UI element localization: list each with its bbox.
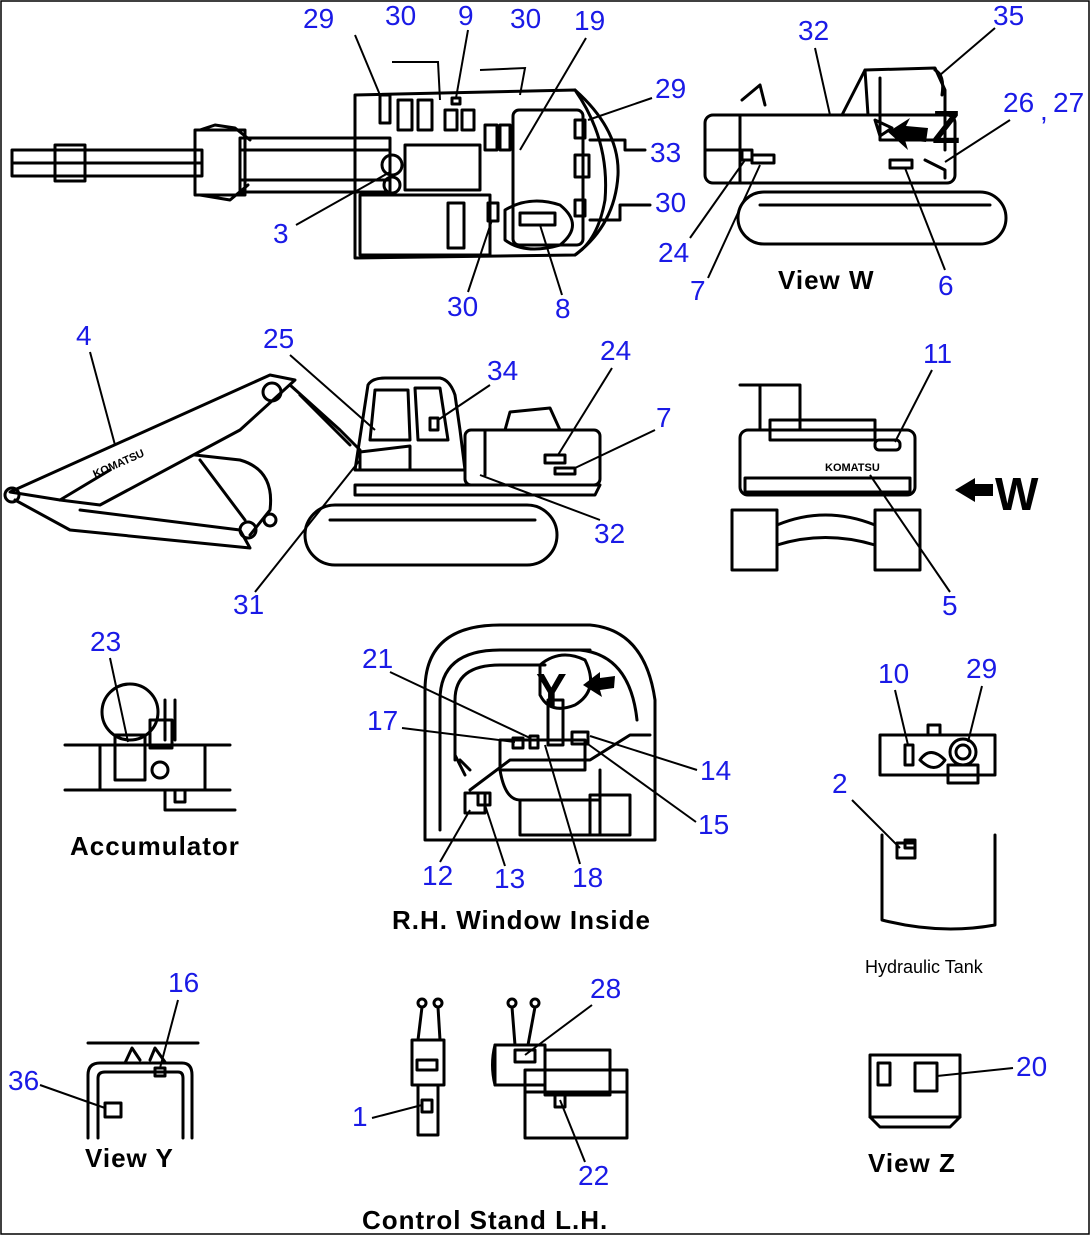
top-view-drawing xyxy=(10,61,652,260)
top-view-callouts: 29 30 9 30 19 29 33 30 3 30 8 xyxy=(273,0,686,324)
callout-26: 26 xyxy=(1003,87,1034,118)
view-z-drawing xyxy=(868,1053,962,1129)
accumulator-callouts: 23 Accumulator xyxy=(70,626,240,861)
callout-27: 27 xyxy=(1053,87,1084,118)
callout-32a: 32 xyxy=(798,15,829,46)
callout-29b: 29 xyxy=(655,73,686,104)
caption-hydraulic-tank: Hydraulic Tank xyxy=(865,957,984,977)
view-y-drawing xyxy=(86,1041,200,1140)
callout-3: 3 xyxy=(273,218,289,249)
hydraulic-tank-callouts: 10 29 2 Hydraulic Tank xyxy=(832,653,997,977)
rear-view-callouts: 11 5 xyxy=(869,338,958,621)
callout-24b: 24 xyxy=(600,335,631,366)
callout-6: 6 xyxy=(938,270,954,301)
caption-accumulator: Accumulator xyxy=(70,831,240,861)
callout-15: 15 xyxy=(698,809,729,840)
callout-7a: 7 xyxy=(690,275,706,306)
hydraulic-tank-drawing xyxy=(878,723,997,931)
callout-8: 8 xyxy=(555,293,571,324)
brand-rear: KOMATSU xyxy=(825,462,880,474)
callout-24a: 24 xyxy=(658,237,689,268)
callout-20: 20 xyxy=(1016,1051,1047,1082)
callout-31: 31 xyxy=(233,589,264,620)
callout-30a: 30 xyxy=(385,0,416,31)
callout-34: 34 xyxy=(487,355,518,386)
callout-14: 14 xyxy=(700,755,731,786)
side-view-callouts: 4 25 34 24 7 32 31 xyxy=(76,320,672,620)
callout-30d: 30 xyxy=(447,291,478,322)
callout-18: 18 xyxy=(572,862,603,893)
callout-7b: 7 xyxy=(656,402,672,433)
rear-view-drawing: KOMATSU W xyxy=(730,383,1039,572)
control-stand-drawing xyxy=(410,997,629,1140)
callout-30c: 30 xyxy=(655,187,686,218)
view-w-callouts: 32 35 26 , 27 24 7 6 View W xyxy=(658,0,1084,306)
rh-window-callouts: 21 17 14 15 12 13 18 R.H. Window Inside xyxy=(362,643,731,935)
view-w-drawing: Z xyxy=(703,66,1008,246)
view-y-callouts: 16 36 View Y xyxy=(8,967,199,1173)
callout-32b: 32 xyxy=(594,518,625,549)
callout-11: 11 xyxy=(923,338,952,369)
caption-control-stand: Control Stand L.H. xyxy=(362,1205,608,1235)
caption-view-y: View Y xyxy=(85,1143,174,1173)
marker-y: Y xyxy=(536,664,567,716)
callout-1: 1 xyxy=(352,1101,368,1132)
callout-19: 19 xyxy=(574,5,605,36)
side-view-drawing: KOMATSU xyxy=(3,373,602,567)
marker-z: Z xyxy=(932,101,960,153)
callout-29a: 29 xyxy=(303,3,334,34)
callout-4: 4 xyxy=(76,320,92,351)
callout-36: 36 xyxy=(8,1065,39,1096)
callout-35: 35 xyxy=(993,0,1024,31)
callout-21: 21 xyxy=(362,643,393,674)
callout-28: 28 xyxy=(590,973,621,1004)
control-stand-callouts: 28 1 22 Control Stand L.H. xyxy=(352,973,621,1235)
callout-10: 10 xyxy=(878,658,909,689)
callout-comma: , xyxy=(1040,95,1048,126)
callout-9: 9 xyxy=(458,0,474,31)
callout-13: 13 xyxy=(494,863,525,894)
callout-5: 5 xyxy=(942,590,958,621)
callout-12: 12 xyxy=(422,860,453,891)
callout-17: 17 xyxy=(367,705,398,736)
callout-25: 25 xyxy=(263,323,294,354)
caption-view-z: View Z xyxy=(868,1148,956,1178)
accumulator-drawing xyxy=(63,682,237,812)
view-z-callouts: 20 View Z xyxy=(868,1051,1047,1178)
rh-window-drawing: Y xyxy=(423,623,657,842)
callout-2: 2 xyxy=(832,768,848,799)
marker-w: W xyxy=(995,468,1039,520)
callout-30b: 30 xyxy=(510,3,541,34)
callout-16: 16 xyxy=(168,967,199,998)
callout-29c: 29 xyxy=(966,653,997,684)
caption-view-w: View W xyxy=(778,265,875,295)
callout-23: 23 xyxy=(90,626,121,657)
callout-33: 33 xyxy=(650,137,681,168)
caption-rh-window: R.H. Window Inside xyxy=(392,905,651,935)
callout-22: 22 xyxy=(578,1160,609,1191)
